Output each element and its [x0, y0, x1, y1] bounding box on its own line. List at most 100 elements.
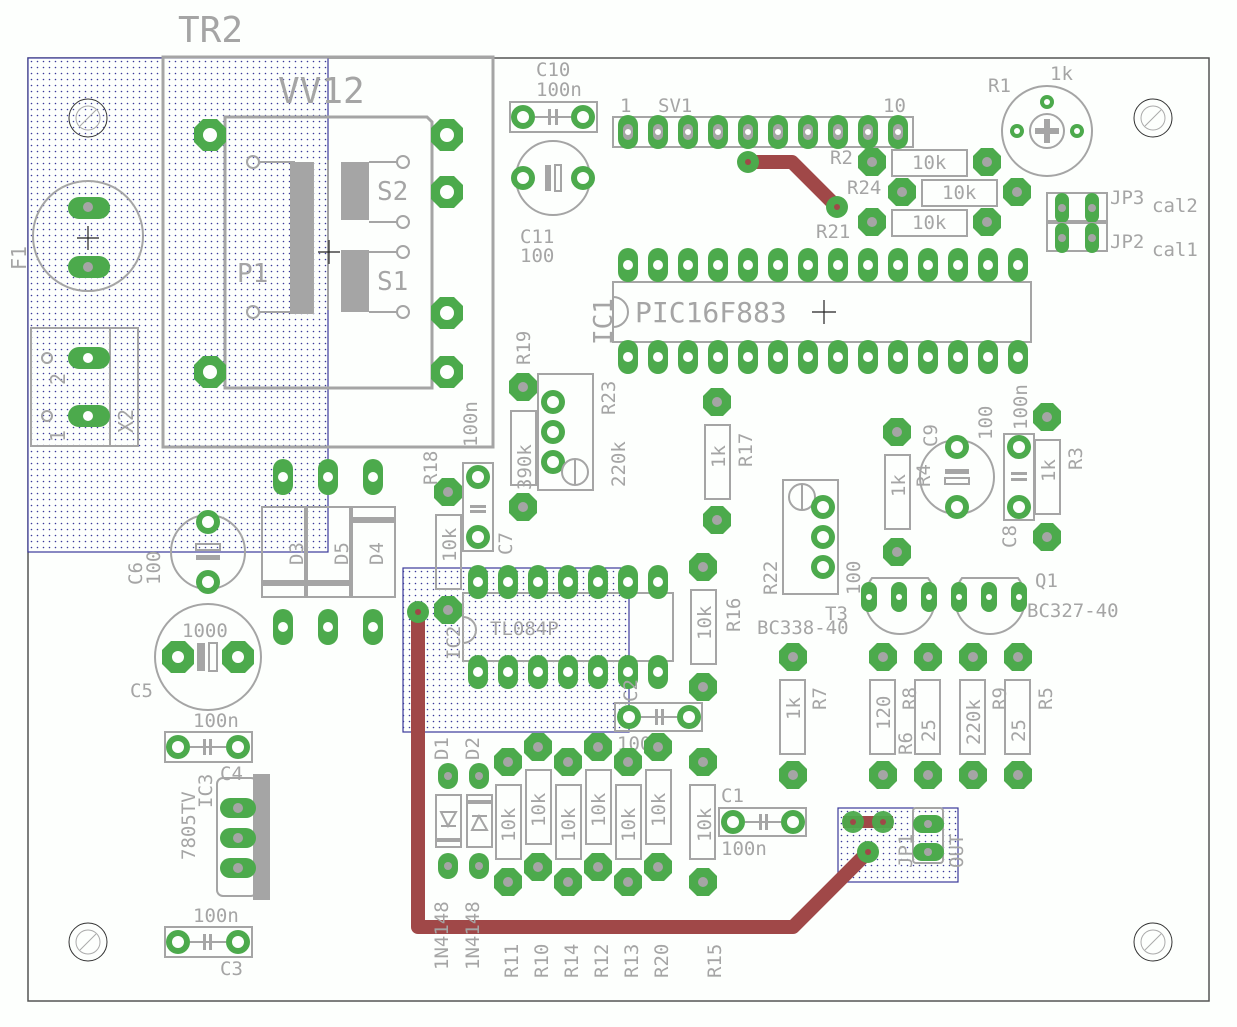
diode-d1[interactable]: D1 1N4148	[431, 737, 462, 970]
resistor-r8[interactable]: R8 25	[899, 643, 942, 789]
diode-d4[interactable]: D4	[351, 459, 396, 645]
ic-pin	[738, 340, 758, 374]
resistor-r9[interactable]: R9 220k	[959, 643, 1011, 789]
ic-pin	[798, 340, 818, 374]
r8-label: R8	[899, 687, 921, 710]
r7-value: 1k	[783, 697, 805, 720]
resistor-r16[interactable]: R16 10k	[689, 553, 745, 701]
capacitor-c8[interactable]: 100n C8	[999, 384, 1035, 548]
resistor-r17[interactable]: R17 1k	[703, 388, 757, 534]
transformer-tr2[interactable]: TR2 VV12	[161, 10, 495, 449]
capacitor-c11[interactable]: C11 100	[511, 140, 595, 267]
transistor-q1[interactable]: Q1 BC327-40	[951, 570, 1119, 635]
diode-d5[interactable]: D5	[306, 459, 353, 645]
d4-label: D4	[366, 542, 388, 565]
jumper-jp1[interactable]: JP1	[842, 811, 917, 868]
r6-value: 120	[873, 696, 895, 730]
resistor-r19[interactable]: R19 390k	[509, 331, 537, 521]
resistor-r18[interactable]: R18 10k	[420, 451, 462, 624]
via	[737, 151, 759, 173]
r21-label: R21	[816, 221, 850, 243]
connector-x2[interactable]: 2 1 X2	[30, 327, 139, 447]
ic-pin	[618, 248, 638, 282]
c10-value: 100n	[536, 79, 582, 101]
header-sv1[interactable]: 1 SV1 10	[612, 95, 914, 149]
r13-value: 10k	[618, 807, 640, 842]
capacitor-c3[interactable]: 100n C3	[164, 905, 253, 980]
potentiometer-r1[interactable]: R1 1k	[988, 63, 1093, 177]
c8-value: 100n	[1010, 384, 1032, 430]
jp3-label: JP3	[1110, 187, 1144, 209]
ic2-tl084p[interactable]: TL084P IC2	[443, 565, 674, 689]
transistor-t3[interactable]: T3 BC338-40	[757, 577, 937, 639]
mounting-hole-icon	[1133, 922, 1173, 962]
resistor-r7[interactable]: R7 1k	[779, 643, 831, 789]
resistor-r21[interactable]: R21 10k	[816, 208, 1001, 243]
r7-label: R7	[809, 687, 831, 710]
trace-r21	[748, 155, 842, 212]
header-pin[interactable]	[858, 115, 878, 149]
r6-label: R6	[895, 732, 917, 755]
r14-value: 10k	[558, 807, 580, 842]
ic-pin	[468, 565, 488, 599]
header-pin[interactable]	[708, 115, 728, 149]
header-pin[interactable]	[648, 115, 668, 149]
resistor-r6[interactable]: R6 120	[869, 643, 917, 789]
diode-d2[interactable]: D2 1N4148	[462, 737, 493, 970]
header-pin[interactable]	[798, 115, 818, 149]
cal2-label: cal2	[1152, 195, 1198, 217]
fuse-f1[interactable]: F1	[7, 180, 144, 292]
s1-label: S1	[377, 267, 408, 297]
resistor-r2[interactable]: R2 10k	[830, 147, 1001, 177]
diode-d3[interactable]: D3	[261, 459, 308, 645]
capacitor-c4[interactable]: 100n C4	[164, 710, 253, 785]
header-pin[interactable]	[678, 115, 698, 149]
r13-label: R13	[621, 944, 643, 978]
resistor-r5[interactable]: R5 25	[1004, 643, 1057, 789]
r3-label: R3	[1065, 447, 1087, 470]
capacitor-c7[interactable]: 100n C7	[460, 401, 517, 555]
header-pin[interactable]	[768, 115, 788, 149]
resistor-r3[interactable]: R3 1k	[1033, 403, 1087, 551]
capacitor-c6[interactable]: C6 100	[125, 510, 246, 594]
r5-label: R5	[1035, 687, 1057, 710]
capacitor-c5[interactable]: 1000 C5	[130, 603, 262, 711]
ic2-label: IC2	[443, 626, 465, 660]
c2-label: C2	[620, 679, 642, 702]
jumper-jp2[interactable]: JP2 cal1	[1046, 222, 1198, 261]
d2-value: 1N4148	[462, 901, 484, 970]
ic1-pic16f883[interactable]: PIC16F883 IC1	[589, 248, 1032, 374]
ic-pin	[528, 655, 548, 689]
ic-pin	[618, 565, 638, 599]
trimmer-r22[interactable]: R22 100	[760, 479, 865, 595]
trimmer-r23[interactable]: R23 220k	[537, 373, 630, 491]
header-pin[interactable]	[828, 115, 848, 149]
ic-pin	[978, 340, 998, 374]
ic3-regulator[interactable]: IC3 7805TV	[178, 774, 270, 900]
resistor-r4[interactable]: R4 1k	[883, 418, 935, 566]
d1-value: 1N4148	[431, 901, 453, 970]
ic-pin	[648, 655, 668, 689]
ic-pin	[798, 248, 818, 282]
connector-out[interactable]: OUT	[912, 807, 968, 868]
r4-label: R4	[913, 464, 935, 487]
resistor-r15[interactable]: 10k R15	[689, 748, 726, 978]
ic-pin	[588, 655, 608, 689]
mounting-hole-icon	[68, 922, 108, 962]
jumper-jp3[interactable]: JP3 cal2	[1046, 187, 1198, 223]
header-pin[interactable]	[888, 115, 908, 149]
capacitor-c10[interactable]: C10 100n	[509, 59, 598, 133]
r15-label: R15	[704, 944, 726, 978]
resistor-r24[interactable]: R24 10k	[847, 177, 1031, 207]
capacitor-c1[interactable]: C1 100n	[718, 785, 807, 860]
header-pin[interactable]	[618, 115, 638, 149]
header-pin[interactable]	[738, 115, 758, 149]
capacitor-c9[interactable]: C9 100	[919, 406, 997, 519]
